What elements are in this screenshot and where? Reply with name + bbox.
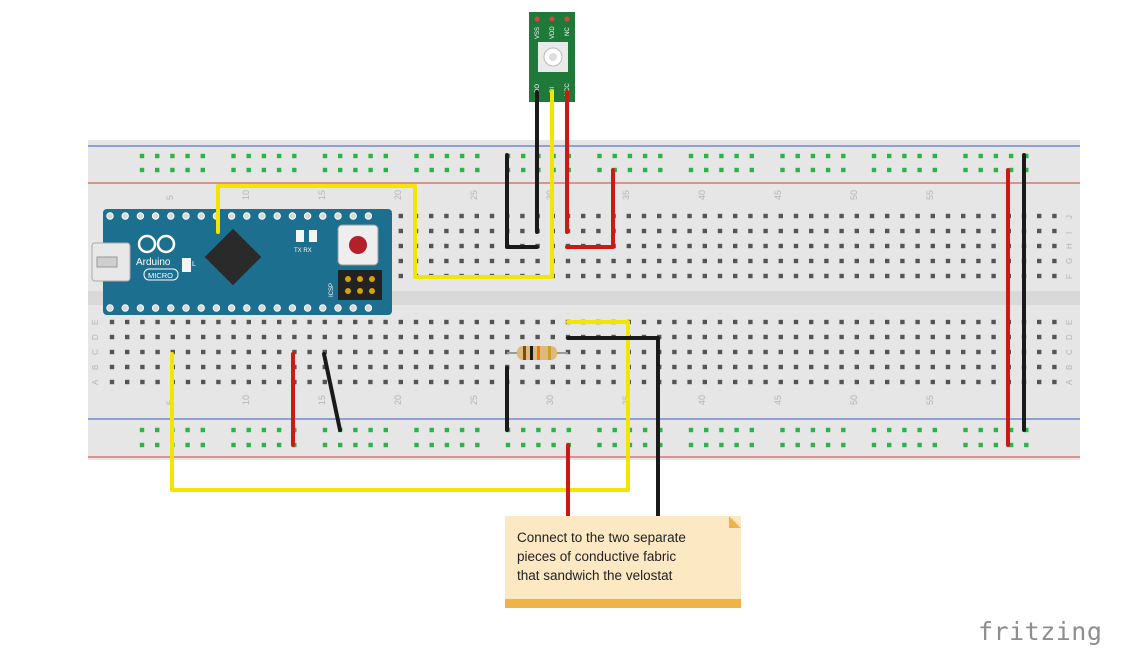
- arduino-micro: Arduino MICRO L TX RX ICSP: [91, 209, 392, 315]
- row-label: D: [1065, 334, 1074, 340]
- annotation-note: Connect to the two separate pieces of co…: [505, 516, 741, 608]
- column-label: 40: [697, 395, 707, 405]
- column-labels: 5510101515202025253030353540404545505055…: [165, 190, 935, 405]
- icsp-label: ICSP: [329, 283, 335, 297]
- column-label: 35: [621, 395, 631, 405]
- row-label: E: [1065, 320, 1074, 325]
- resistor: [507, 346, 568, 360]
- column-label: 15: [317, 395, 327, 405]
- row-label: D: [91, 334, 100, 340]
- row-label: F: [1065, 274, 1074, 279]
- sensor-pin-di: DI: [550, 87, 556, 93]
- column-label: 20: [393, 395, 403, 405]
- column-label: 55: [925, 190, 935, 200]
- column-label: 45: [773, 395, 783, 405]
- row-label: B: [91, 365, 100, 370]
- column-label: 5: [165, 400, 175, 405]
- wire-black-arduino: [322, 352, 342, 432]
- wire-yellow-sensor-di: [216, 90, 554, 279]
- fritzing-logo: fritzing: [978, 617, 1103, 646]
- icsp-header: [338, 270, 382, 300]
- column-label: 5: [165, 195, 175, 200]
- column-label: 30: [545, 190, 555, 200]
- row-label: B: [1065, 365, 1074, 370]
- row-label: G: [1065, 258, 1074, 264]
- column-label: 45: [773, 190, 783, 200]
- column-label: 10: [241, 190, 251, 200]
- sensor-pin-vdd: VDD: [550, 26, 556, 39]
- arduino-model: MICRO: [148, 271, 173, 280]
- row-label: C: [1065, 349, 1074, 355]
- sensor-module: VSS VDD NC DO DI VCC: [529, 12, 575, 102]
- column-label: 30: [545, 395, 555, 405]
- column-label: 10: [241, 395, 251, 405]
- sensor-pin-vcc: VCC: [565, 83, 571, 96]
- wires: [170, 90, 1026, 522]
- row-label: E: [91, 320, 100, 325]
- row-labels: J I H G F E E D D C C B B A A: [91, 215, 1074, 385]
- sensor-pin-vss: VSS: [535, 27, 541, 39]
- row-label: C: [91, 349, 100, 355]
- row-label: H: [1065, 243, 1074, 249]
- wire-black-gnd-top: [505, 153, 539, 249]
- note-text: Connect to the two separate pieces of co…: [517, 530, 686, 583]
- sensor-pin-nc: NC: [565, 27, 571, 36]
- row-label: A: [1065, 379, 1074, 385]
- wire-black-fabric: [566, 336, 660, 522]
- row-label: A: [91, 379, 100, 385]
- column-label: 25: [469, 190, 479, 200]
- arduino-brand: Arduino: [136, 257, 171, 268]
- pin-l-label: L: [192, 261, 196, 268]
- row-label: I: [1065, 232, 1074, 234]
- column-label: 50: [849, 395, 859, 405]
- led-labels: TX RX: [294, 248, 312, 254]
- wire-red-vcc-top: [565, 168, 615, 249]
- column-label: 35: [621, 190, 631, 200]
- column-label: 40: [697, 190, 707, 200]
- column-label: 50: [849, 190, 859, 200]
- column-label: 25: [469, 395, 479, 405]
- wire-yellow-bottom-loop: [170, 320, 630, 492]
- note-fold: [729, 516, 741, 528]
- column-label: 15: [317, 190, 327, 200]
- column-label: 20: [393, 190, 403, 200]
- arduino-logo: [137, 234, 176, 254]
- sensor-pin-do: DO: [535, 84, 541, 93]
- column-label: 55: [925, 395, 935, 405]
- row-label: J: [1065, 215, 1074, 219]
